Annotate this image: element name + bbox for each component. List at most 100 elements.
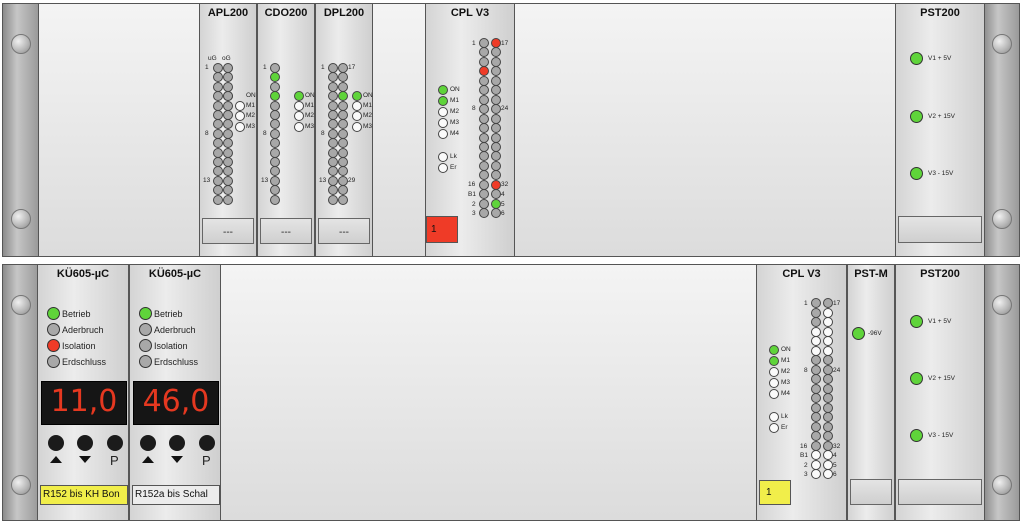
indicator-led [328,119,338,130]
indicator-led [338,194,348,205]
up-button[interactable] [140,435,156,451]
indicator-led [479,123,489,134]
indicator-led [823,440,833,451]
status-label: Aderbruch [62,325,104,335]
row-label: 16 [468,181,476,188]
status-label: M3 [305,123,315,130]
indicator-led [491,85,501,96]
erdschluss-led [47,355,60,368]
indicator-led [213,185,223,196]
up-button[interactable] [48,435,64,451]
v3-led [910,167,923,180]
p-button[interactable] [199,435,215,451]
ku605-card-1[interactable]: KÜ605-µC Betrieb Aderbruch Isolation Erd… [37,265,129,520]
indicator-led [811,440,821,451]
indicator-led [328,72,338,83]
indicator-led [811,469,821,479]
row-label: 13 [203,177,211,184]
indicator-led [328,166,338,177]
status-label: Aderbruch [154,325,196,335]
value-display: 11,0 [41,381,127,425]
card-title: CPL V3 [782,268,821,280]
card-footer [898,479,982,505]
down-button[interactable] [77,435,93,451]
indicator-led [213,72,223,83]
status-label: Isolation [62,341,96,351]
indicator-led [479,189,489,200]
erdschluss-led [139,355,152,368]
status-label: M3 [363,123,373,130]
pst200-card[interactable]: PST200 V1 + 5V V2 + 15V V3 - 15V [895,265,985,520]
m1-led [235,101,245,111]
card-title: KÜ605-µC [148,268,202,280]
indicator-led [823,336,833,346]
indicator-led [823,459,833,470]
status-label: M2 [450,108,460,115]
value-display: 46,0 [133,381,219,425]
m2-led [352,111,362,121]
pst-m-card[interactable]: PST-M -96V [847,265,895,520]
er-led [438,163,448,173]
voltage-label: V1 + 5V [928,55,952,62]
status-label: Betrieb [62,309,91,319]
on-led [438,85,448,95]
dpl200-card[interactable]: DPL200 1 17 8 13 29 ON M1 M2 M3 --- [315,4,373,256]
indicator-led [479,47,489,58]
indicator-led [223,119,233,130]
indicator-led [811,364,821,375]
screw-icon [992,475,1012,495]
indicator-led [811,307,821,318]
card-title: PST200 [920,268,960,280]
rack-ear-left [3,4,39,256]
indicator-led [338,119,348,130]
p-label: P [202,453,211,468]
indicator-led [823,345,833,356]
screw-icon [992,209,1012,229]
indicator-led [223,91,233,102]
row-label: 16 [800,443,808,450]
row-label: 13 [261,177,269,184]
indicator-led [811,431,821,441]
status-label: M2 [246,112,256,119]
p-button[interactable] [107,435,123,451]
on-led [294,91,304,101]
pst200-card[interactable]: PST200 V1 + 5V V2 + 15V V3 - 15V [895,4,985,256]
circuit-label: R152a bis Schal [132,485,220,505]
row-label: 13 [319,177,327,184]
v1-led [910,315,923,328]
m3-led [352,122,362,132]
row-label: 32 [501,181,509,188]
status-label: M3 [781,379,791,386]
indicator-led [338,91,348,102]
ku605-card-2[interactable]: KÜ605-µC Betrieb Aderbruch Isolation Erd… [129,265,221,520]
triangle-down-icon [171,456,183,463]
down-button[interactable] [169,435,185,451]
status-label: M4 [781,390,791,397]
row-label: 17 [348,64,356,71]
indicator-led [823,469,833,479]
indicator-led [270,194,280,205]
row-label: 3 [804,471,808,478]
indicator-led [328,185,338,196]
triangle-up-icon [50,456,62,463]
m1-led [294,101,304,111]
row-label: 4 [833,452,837,459]
indicator-led [811,336,821,346]
status-label: M1 [450,97,460,104]
col-label: oG [222,55,231,62]
col-label: uG [208,55,217,62]
status-label: M2 [781,368,791,375]
aderbruch-led [47,323,60,336]
cdo200-card[interactable]: CDO200 1 8 13 ON M1 M2 M3 --- [257,4,315,256]
indicator-led [223,72,233,83]
cpl-v3-card[interactable]: CPL V3 ON M1 M2 M3 M4 Lk Er 1 8 16 B1 2 … [425,4,515,256]
row-label: 17 [501,40,509,47]
apl200-card[interactable]: APL200 uG oG 1 8 13 ON M1 M2 M3 --- [199,4,257,256]
status-label: M1 [305,102,315,109]
indicator-led [811,421,821,432]
on-led [352,91,362,101]
row-label: 1 [205,64,209,71]
cpl-v3-card[interactable]: CPL V3 ON M1 M2 M3 M4 Lk Er 1 8 16 B1 2 … [756,265,847,520]
indicator-led [270,166,280,177]
indicator-led [491,151,501,162]
